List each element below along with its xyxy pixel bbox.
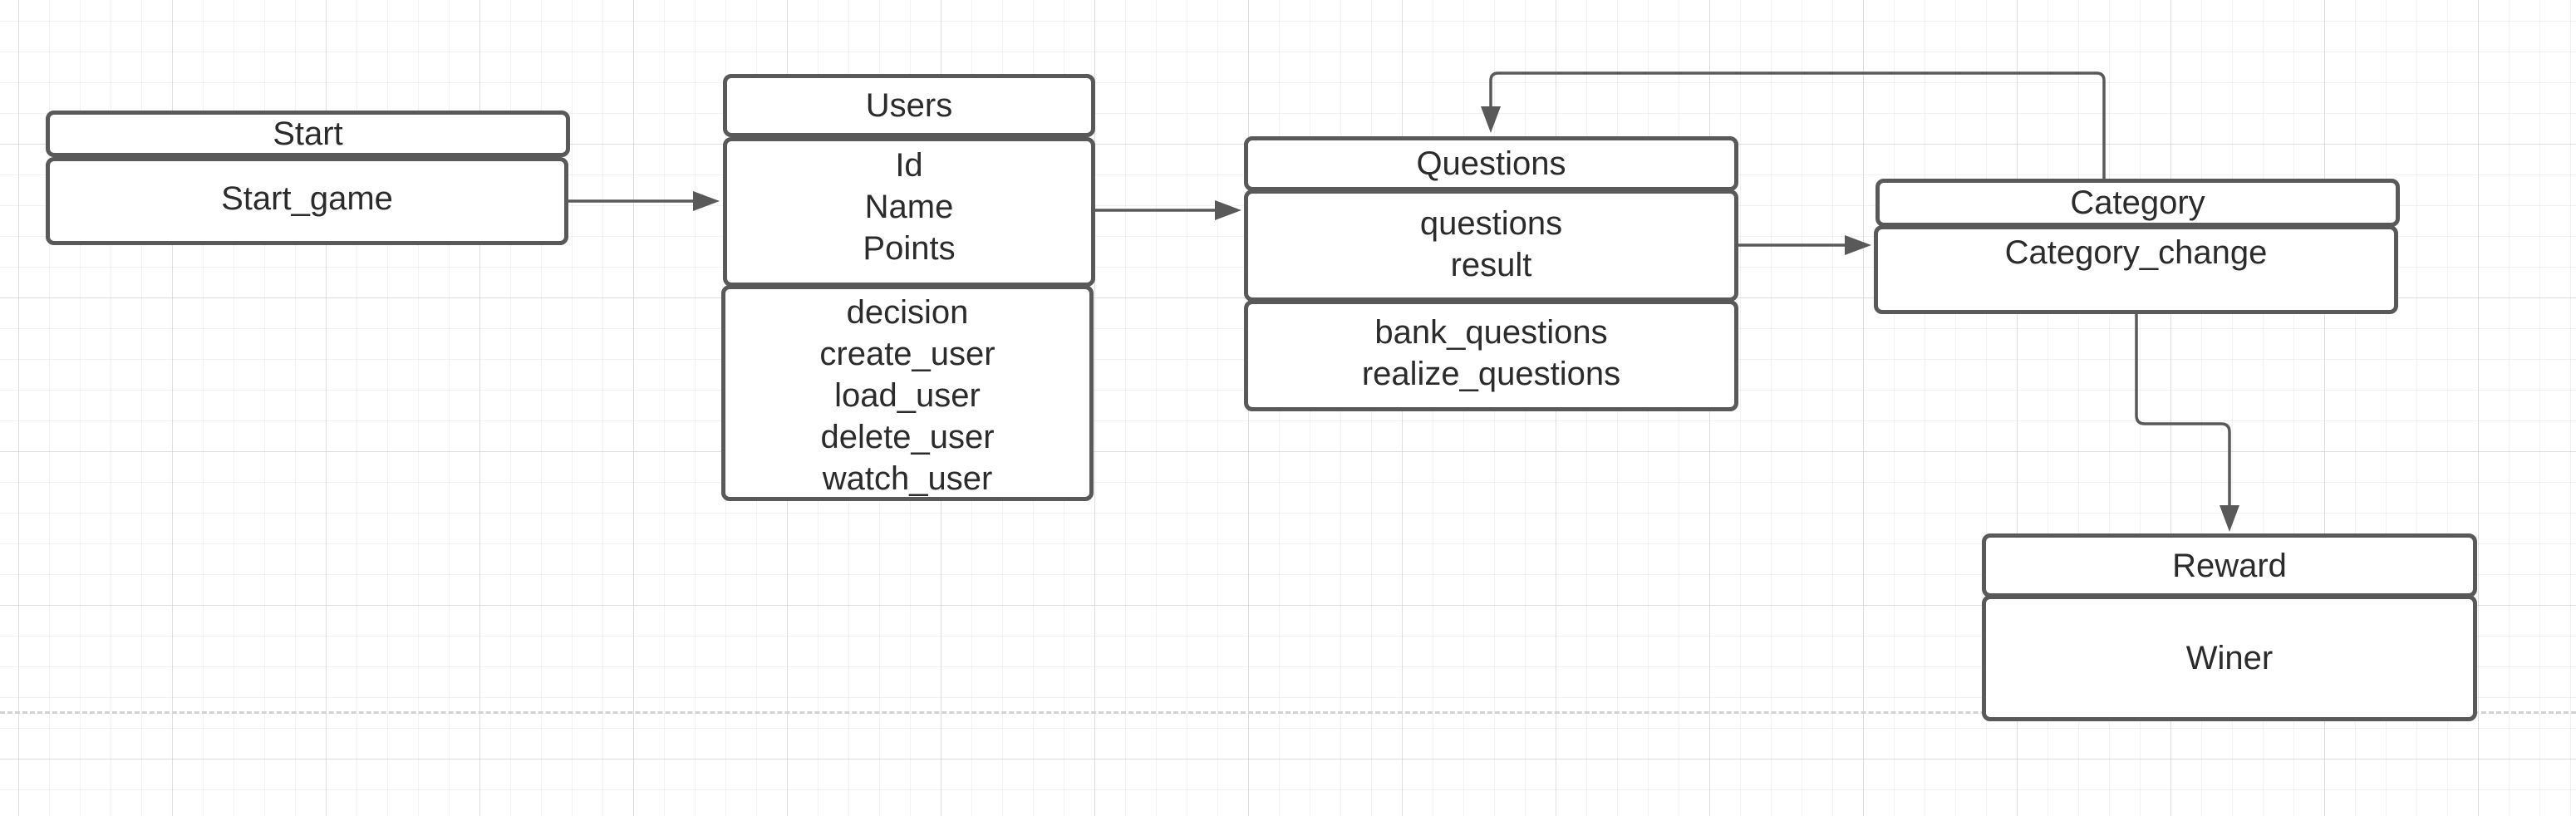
connector-category-to-questions[interactable] — [1489, 71, 2106, 179]
category-title: Category — [2070, 184, 2205, 221]
page-break-line — [0, 711, 2576, 714]
users-attribute-points: Points — [863, 230, 956, 267]
category-title-box[interactable]: Category — [1875, 179, 2400, 227]
questions-attribute-result: result — [1450, 247, 1532, 283]
questions-attributes-box[interactable]: questions result — [1244, 189, 1738, 302]
users-methods-box[interactable]: decision create_user load_user delete_us… — [721, 285, 1094, 501]
arrowhead-questions — [1215, 200, 1241, 220]
start-title: Start — [273, 116, 343, 152]
users-attribute-name: Name — [864, 189, 954, 225]
arrowhead-reward — [2220, 505, 2239, 532]
users-method-decision: decision — [846, 294, 969, 331]
reward-attribute: Winer — [2185, 640, 2274, 676]
connector-category-to-reward[interactable] — [2135, 314, 2231, 512]
category-attribute: Category_change — [2004, 234, 2268, 271]
users-method-load-user: load_user — [834, 377, 981, 414]
questions-title-box[interactable]: Questions — [1244, 136, 1738, 191]
users-method-delete-user: delete_user — [820, 419, 995, 455]
users-attributes-box[interactable]: Id Name Points — [723, 137, 1095, 287]
questions-method-bank: bank_questions — [1374, 314, 1608, 351]
start-title-box[interactable]: Start — [46, 111, 570, 157]
questions-methods-box[interactable]: bank_questions realize_questions — [1244, 300, 1738, 411]
users-title: Users — [865, 87, 953, 124]
questions-attribute-questions: questions — [1419, 205, 1563, 242]
users-method-watch-user: watch_user — [822, 460, 993, 497]
reward-title: Reward — [2172, 547, 2287, 584]
start-attributes-box[interactable]: Start_game — [46, 157, 568, 245]
arrowhead-questions-top — [1481, 106, 1501, 133]
reward-attributes-box[interactable]: Winer — [1982, 595, 2477, 721]
arrowhead-category — [1845, 235, 1871, 255]
users-title-box[interactable]: Users — [723, 74, 1095, 137]
users-attribute-id: Id — [895, 147, 923, 184]
questions-method-realize: realize_questions — [1361, 356, 1621, 392]
arrowhead-users — [693, 191, 720, 211]
start-attribute: Start_game — [221, 180, 393, 217]
users-method-create-user: create_user — [819, 336, 995, 372]
questions-title: Questions — [1416, 145, 1566, 182]
category-attributes-box[interactable]: Category_change — [1874, 225, 2398, 314]
